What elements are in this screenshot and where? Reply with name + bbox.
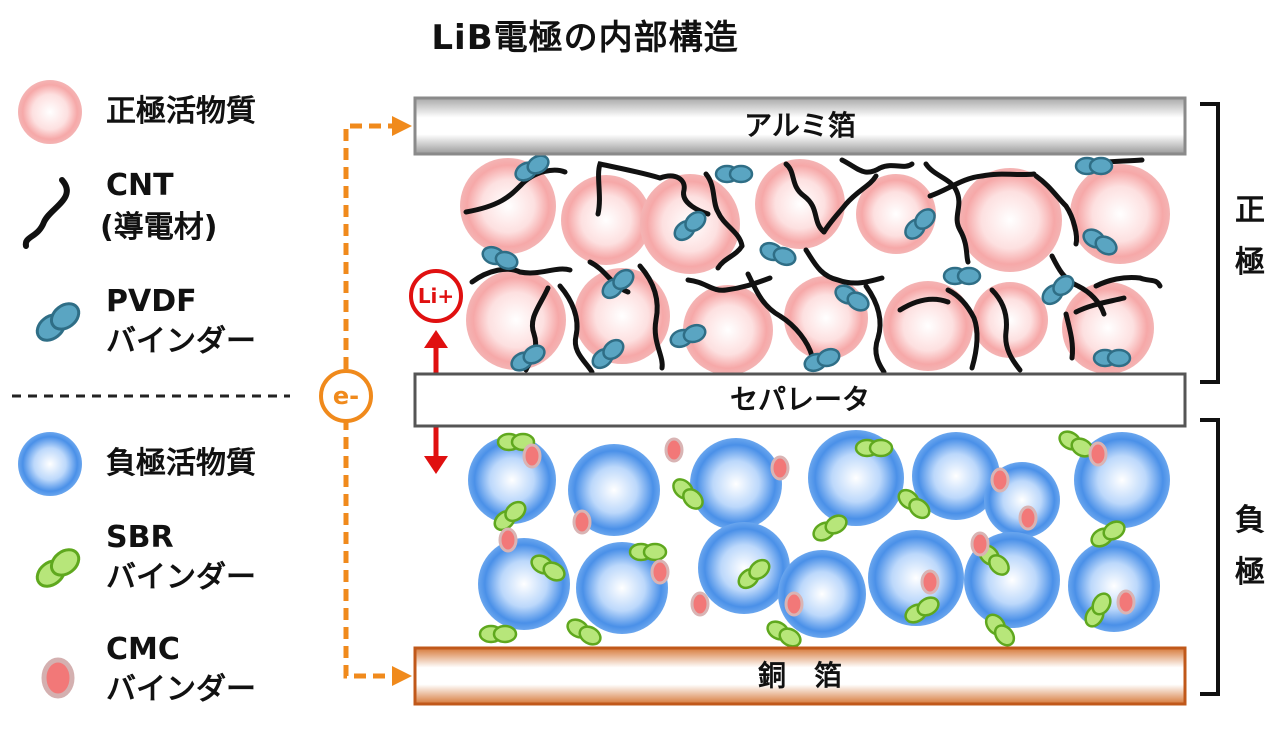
cathode-layer <box>460 158 1170 375</box>
anode-particle <box>868 530 964 626</box>
legend-sbr-label-1: SBR <box>106 520 174 555</box>
separator <box>413 372 1187 428</box>
cmc-binders <box>498 437 1136 617</box>
legend-anode-particle-icon <box>18 432 82 496</box>
negative-label-2: 極 <box>1235 555 1265 590</box>
legend-pvdf-icon <box>35 302 81 342</box>
cathode-particle <box>784 276 868 360</box>
cathode-particle <box>1062 282 1154 374</box>
aluminum-foil <box>413 96 1187 156</box>
legend-cnt-label-2: (導電材) <box>100 210 218 245</box>
copper-foil <box>413 646 1187 706</box>
electron-label: e- <box>332 382 360 410</box>
legend-cathode-label: 正極活物質 <box>106 94 256 129</box>
anode-particle <box>1068 540 1160 632</box>
cathode-particle <box>958 168 1062 272</box>
positive-bracket <box>1200 102 1220 384</box>
anode-particle <box>912 432 1000 520</box>
page-title: LiB電極の内部構造 <box>431 18 739 58</box>
electron-arrow-top-icon <box>392 116 412 136</box>
legend-sbr-label-2: バインダー <box>106 560 256 595</box>
legend-cmc-label-2: バインダー <box>106 672 256 707</box>
negative-label-1: 負 <box>1235 503 1265 538</box>
anode-layer <box>468 430 1170 638</box>
legend-pvdf-label-2: バインダー <box>106 324 256 359</box>
li-arrow-up-icon <box>424 330 448 348</box>
cathode-particle <box>972 282 1048 358</box>
cathode-particle <box>1070 164 1170 264</box>
cathode-particle <box>466 270 566 370</box>
cathode-particle <box>683 285 773 375</box>
electron-badge <box>319 369 373 423</box>
legend-cmc-label-1: CMC <box>106 632 180 667</box>
legend-cnt-label-1: CNT <box>106 168 174 203</box>
legend-cathode-particle-icon <box>18 80 82 144</box>
cathode-particle <box>755 159 845 249</box>
negative-bracket <box>1200 418 1220 696</box>
sbr-binders <box>478 430 1126 648</box>
cathode-particle <box>883 281 973 371</box>
anode-particle <box>576 542 668 634</box>
li-ion-label: Li+ <box>417 284 455 308</box>
legend-sbr-icon <box>35 548 81 588</box>
li-arrow-down-icon <box>424 456 448 474</box>
anode-particle <box>568 444 660 536</box>
copper-foil-label: 銅 箔 <box>757 659 842 692</box>
anode-particle <box>690 438 782 530</box>
cathode-particle <box>460 158 556 254</box>
legend-cmc-icon <box>41 657 75 699</box>
legend-pvdf-label-1: PVDF <box>106 284 197 319</box>
anode-particle <box>478 538 570 630</box>
pvdf-binders <box>481 154 1132 373</box>
legend-cnt-icon <box>22 177 70 249</box>
positive-label-2: 極 <box>1235 245 1265 280</box>
anode-particle <box>698 522 790 614</box>
cathode-particle <box>574 268 670 364</box>
anode-particle <box>778 550 866 638</box>
legend-anode-label: 負極活物質 <box>106 446 256 481</box>
separator-label: セパレータ <box>729 383 870 416</box>
aluminum-foil-label: アルミ箔 <box>744 109 856 142</box>
electron-path <box>343 123 400 679</box>
electron-arrow-bottom-icon <box>392 666 412 686</box>
cathode-particle <box>561 175 651 265</box>
li-ion-badge <box>409 269 463 323</box>
positive-label-1: 正 <box>1235 193 1265 228</box>
